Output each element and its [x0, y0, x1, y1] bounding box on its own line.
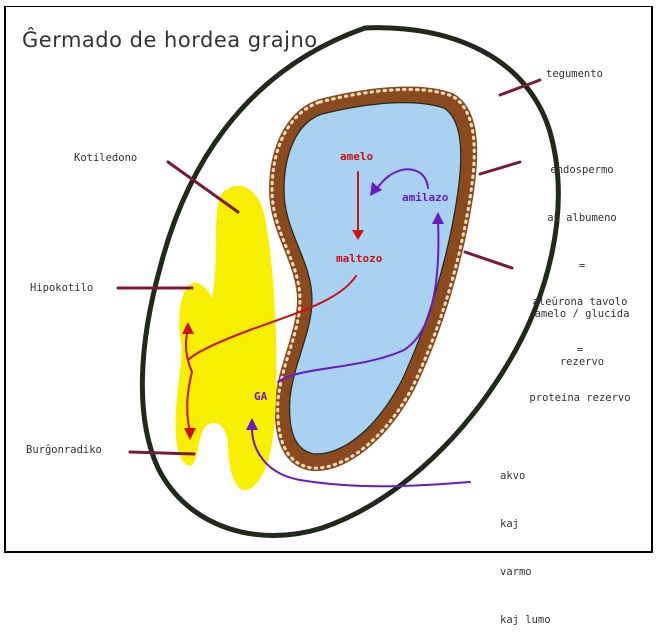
- label-hipokotilo: Hipokotilo: [30, 280, 93, 296]
- leader-burgonradiko: [130, 452, 194, 454]
- label-kotiledono: Kotiledono: [74, 150, 137, 166]
- frame-top-bar: [0, 0, 659, 6]
- label-ga: GA: [254, 390, 267, 404]
- label-akvo-group: akvo kaj varmo kaj lumo: [500, 436, 551, 644]
- label-aleurona-line: proteina rezervo: [512, 390, 648, 406]
- label-akvo-line: kaj lumo: [500, 612, 551, 628]
- label-endospermo-line: endospermo: [522, 162, 642, 178]
- label-akvo-line: varmo: [500, 564, 551, 580]
- label-aleurona-line: =: [512, 342, 648, 358]
- label-akvo-line: akvo: [500, 468, 551, 484]
- label-aleurona-group: aleŭrona tavolo = proteina rezervo: [512, 262, 648, 422]
- diagram-title: Ĝermado de hordea grajno: [22, 28, 318, 52]
- label-burgonradiko: Burĝonradiko: [26, 442, 102, 458]
- label-aleurona-line: aleŭrona tavolo: [512, 294, 648, 310]
- label-endospermo-line: aŭ albumeno: [522, 210, 642, 226]
- label-amilazo: amilazo: [402, 191, 448, 205]
- label-maltozo: maltozo: [336, 252, 382, 266]
- label-akvo-line: kaj: [500, 516, 551, 532]
- label-amelo: amelo: [340, 150, 373, 164]
- label-tegumento: tegumento: [546, 66, 603, 82]
